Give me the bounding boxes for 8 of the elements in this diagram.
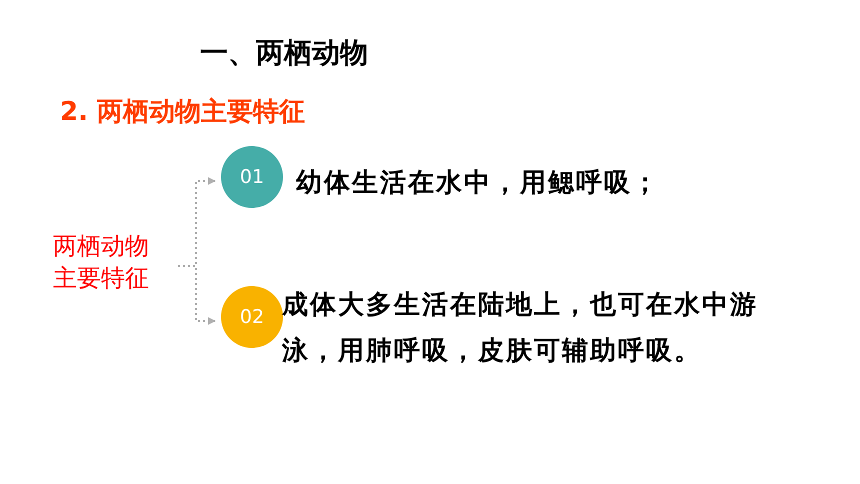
arrow bbox=[178, 265, 216, 325]
number-circle: 01 bbox=[221, 146, 283, 208]
description-text: 成体大多生活在陆地上，也可在水中游泳，用肺呼吸，皮肤可辅助呼吸。 bbox=[282, 289, 759, 368]
heading: 一、两栖动物 bbox=[200, 35, 368, 71]
topic-label: 两栖动物主要特征 bbox=[48, 212, 154, 312]
section-heading: 2. 两栖动物主要特征 bbox=[60, 96, 306, 129]
description-text: 幼体生活在水中，用鳃呼吸； bbox=[296, 167, 661, 200]
number-circle: 02 bbox=[221, 286, 283, 348]
